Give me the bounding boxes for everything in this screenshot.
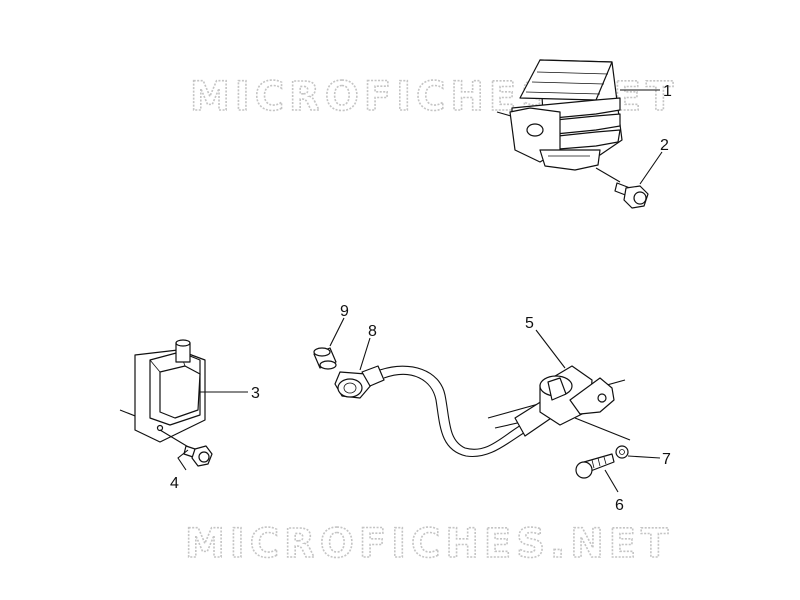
callout-8: 8 bbox=[368, 323, 377, 340]
callout-5: 5 bbox=[525, 315, 534, 332]
ignition-coil-part-5 bbox=[487, 365, 631, 441]
regulator-rectifier-part bbox=[496, 59, 623, 171]
watermark-bottom: MICROFICHES.NET bbox=[185, 521, 673, 567]
callout-6: 6 bbox=[615, 497, 624, 514]
plug-cap-part-8 bbox=[334, 365, 533, 458]
washer-part-7 bbox=[615, 445, 629, 459]
callout-3: 3 bbox=[251, 385, 260, 402]
collar-part-9 bbox=[313, 347, 337, 370]
callout-2: 2 bbox=[660, 137, 669, 154]
bolt-part-2 bbox=[595, 167, 649, 209]
callout-7: 7 bbox=[662, 451, 671, 468]
callout-4: 4 bbox=[170, 475, 179, 492]
cdi-unit-part bbox=[119, 339, 206, 443]
bolt-part-6 bbox=[575, 453, 615, 479]
bolt-part-4 bbox=[159, 429, 213, 467]
callout-9: 9 bbox=[340, 303, 349, 320]
callout-1: 1 bbox=[663, 83, 672, 100]
leader-lines bbox=[177, 89, 663, 493]
